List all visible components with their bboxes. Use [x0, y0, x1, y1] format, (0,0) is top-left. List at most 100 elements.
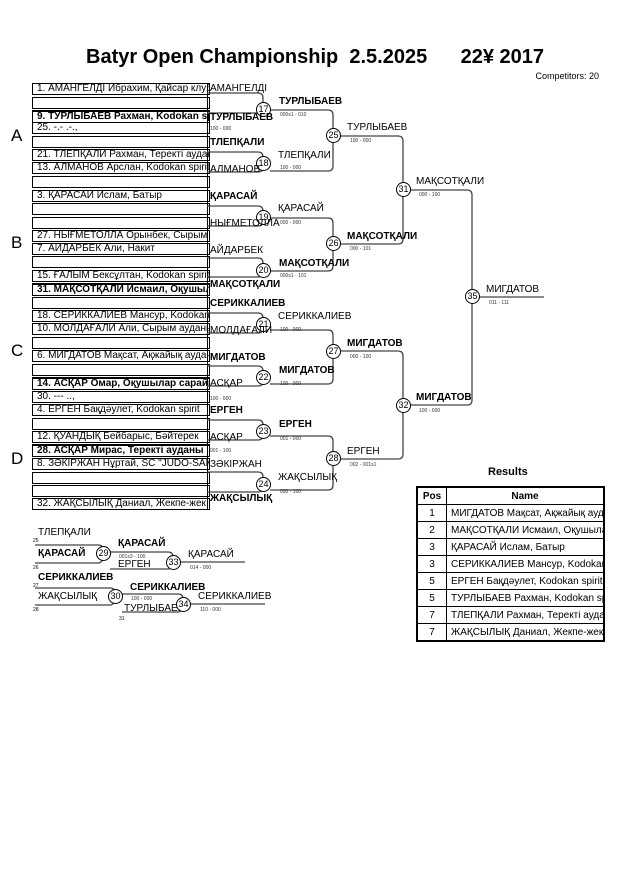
result-name: ТЛЕПҚАЛИ Рахман, Теректі ауданы [446, 606, 605, 624]
r1-score: 000s1 - 101 [280, 273, 307, 279]
r1-bottom-name: АСҚАР [210, 378, 243, 389]
r1-score: 000s1 - 010 [280, 112, 307, 118]
r1-sub-score: 100 - 000 [210, 396, 232, 402]
r1-winner: ТУРЛЫБАЕВ [279, 96, 343, 107]
r1-bottom-name: ТУРЛЫБАЕВ [210, 112, 274, 123]
match-number-31: 31 [396, 182, 411, 197]
result-position: 7 [416, 606, 447, 624]
rep-seed: 27 [33, 583, 39, 589]
bracket-connector [270, 217, 334, 272]
bracket-connector [270, 109, 334, 172]
match-number-25: 25 [326, 128, 341, 143]
match-number-17: 17 [256, 102, 271, 117]
match-number-24: 24 [256, 477, 271, 492]
result-name: ТУРЛЫБАЕВ Рахман, Kodokan spirit [446, 589, 605, 607]
draw-entry: 27. НЫҒМЕТОЛЛА Орынбек, Сырым ауданы [32, 230, 210, 242]
draw-entry: 1. АМАНГЕЛДІ Ибрахим, Қайсар клуб [32, 83, 210, 95]
name-header: Name [446, 486, 605, 505]
draw-entry: 25. -.- .-., [32, 122, 210, 134]
match-number-28: 28 [326, 451, 341, 466]
bracket-connector [207, 92, 264, 114]
sf-score: 000 - 100 [419, 192, 441, 198]
draw-entry [32, 136, 210, 148]
r1-sub-score: 001 - 100 [210, 448, 232, 454]
rep-bottom-name: ҚАРАСАЙ [38, 548, 86, 559]
draw-entry [32, 418, 210, 430]
r1-top-name: ҚАРАСАЙ [210, 191, 258, 202]
r1-winner: ЖАҚСЫЛЫҚ [278, 472, 338, 483]
r1-score: 000 - 100 [280, 489, 302, 495]
bracket-connector [207, 471, 264, 493]
draw-entry: 7. АЙДАРБЕК Али, Накит [32, 243, 210, 255]
r1-top-name: АМАНГЕЛДІ [210, 83, 268, 94]
rep-opponent: ТУРЛЫБАЕВ [124, 603, 185, 614]
rep-top-name: ТЛЕПҚАЛИ [38, 527, 91, 538]
rep-top-name: СЕРИККАЛИЕВ [38, 572, 114, 583]
r1-score: 001 - 000 [280, 436, 302, 442]
rep-score: 001s3 - 100 [119, 554, 146, 560]
draw-entry: 4. ЕРГЕН Бақдəулет, Kodokan spirit [32, 404, 210, 416]
r2-winner: ТУРЛЫБАЕВ [347, 122, 408, 133]
draw-entry: 15. ҒАЛЫМ Бексұлтан, Kodokan spirit [32, 270, 210, 282]
tournament-date: 2.5.2025 [349, 46, 428, 68]
pool-label-d: D [11, 449, 24, 468]
draw-entry: 28. АСҚАР Мирас, Теректі ауданы [32, 444, 210, 457]
rep-score: 100 - 000 [131, 596, 153, 602]
r1-winner: СЕРИККАЛИЕВ [278, 311, 352, 322]
r1-score: 100 - 000 [280, 327, 302, 333]
r1-top-name: ЕРГЕН [210, 405, 243, 416]
r1-bottom-name: АЛМАНОВ [210, 164, 261, 175]
r1-bottom-name: НЫҒМЕТОЛЛА [210, 218, 280, 229]
draw-entry: 32. ЖАҚСЫЛЫҚ Даниал, Жекпе-жек [32, 498, 210, 510]
match-number-20: 20 [256, 263, 271, 278]
rep-seed: 25 [33, 538, 39, 544]
r1-score: 100 - 000 [280, 381, 302, 387]
bracket-connector [410, 189, 473, 406]
bracket-connector [340, 350, 404, 460]
final-score: 011 - 111 [489, 300, 510, 306]
r1-bottom-name: АСҚАР [210, 432, 243, 443]
rep-seed: 28 [33, 607, 39, 613]
draw-list-divider [207, 83, 208, 510]
sf-winner: МАҚСОТҚАЛИ [416, 176, 485, 187]
r2-winner: МИГДАТОВ [347, 338, 403, 349]
result-position: 1 [416, 504, 447, 522]
rep-winner: СЕРИККАЛИЕВ [130, 582, 206, 593]
draw-entry: 21. ТЛЕПҚАЛИ Рахман, Теректі ауданы [32, 149, 210, 161]
r2-winner: МАҚСОТҚАЛИ [347, 231, 418, 242]
r1-top-name: ЗƏКІРЖАН [210, 459, 262, 470]
bronze-winner: СЕРИККАЛИЕВ [198, 591, 272, 602]
result-position: 2 [416, 521, 447, 539]
category-label: 22¥ 2017 [460, 46, 544, 68]
draw-entry [32, 176, 210, 188]
match-number-19: 19 [256, 210, 271, 225]
r1-top-name: СЕРИККАЛИЕВ [210, 298, 286, 309]
match-number-33: 33 [166, 555, 181, 570]
draw-entry: 3. ҚАРАСАЙ Ислам, Батыр [32, 190, 210, 202]
result-name: СЕРИККАЛИЕВ Мансур, Kodokan spirit [446, 555, 605, 573]
bracket-connector [207, 257, 264, 278]
sf-winner: МИГДАТОВ [416, 392, 472, 403]
bronze-score: 110 - 000 [200, 607, 221, 613]
r1-top-name: АЙДАРБЕК [210, 245, 264, 256]
match-number-27: 27 [326, 344, 341, 359]
draw-entry: 6. МИГДАТОВ Мақсат, Ақжайық ауданы [32, 350, 210, 362]
match-number-26: 26 [326, 236, 341, 251]
sf-score: 100 - 000 [419, 408, 441, 414]
result-name: МАҚСОТҚАЛИ Исмаил, Оқушылар сарайы [446, 521, 605, 539]
rep-opponent: ЕРГЕН [118, 559, 151, 570]
tournament-name: Batyr Open Championship [86, 46, 339, 68]
match-number-35: 35 [465, 289, 480, 304]
match-number-23: 23 [256, 424, 271, 439]
r1-score: 100 - 000 [280, 165, 302, 171]
r1-bottom-name: МАҚСОТҚАЛИ [210, 279, 281, 290]
r1-sub-score: 100 - 000 [210, 126, 232, 132]
draw-entry: 18. СЕРИККАЛИЕВ Мансур, Kodokan spirit [32, 310, 210, 322]
